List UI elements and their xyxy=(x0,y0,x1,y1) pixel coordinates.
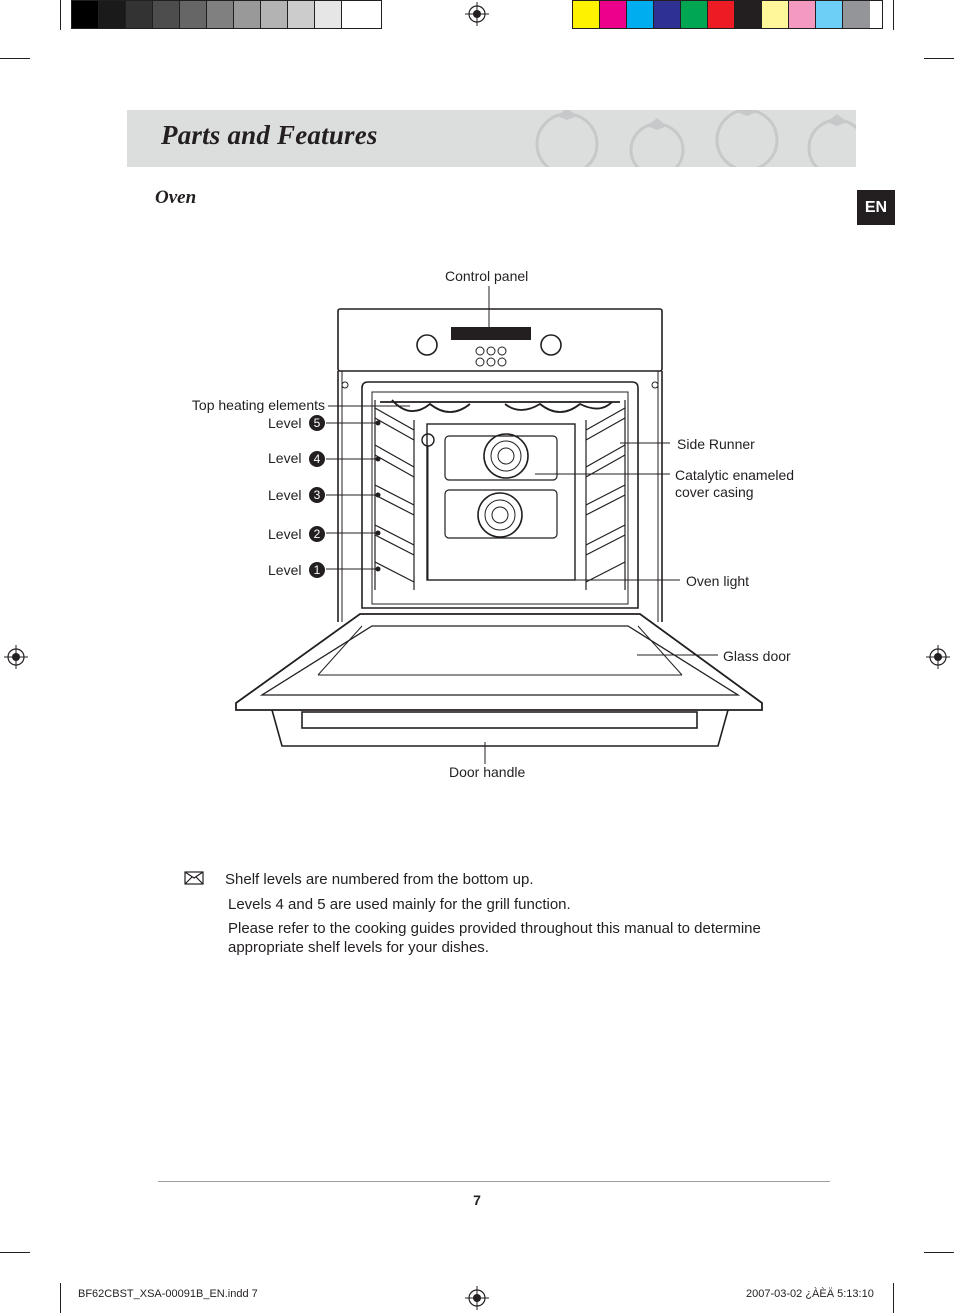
level-number-2: 2 xyxy=(309,526,325,542)
note-line-1: Shelf levels are numbered from the botto… xyxy=(225,871,534,888)
color-swatch xyxy=(315,1,342,28)
color-swatch xyxy=(600,1,627,28)
crop-mark xyxy=(924,1252,954,1253)
note-line-3: Please refer to the cooking guides provi… xyxy=(228,920,761,937)
color-swatch xyxy=(153,1,180,28)
tomato-pattern-icon xyxy=(535,110,856,167)
color-swatch xyxy=(627,1,654,28)
title-banner: Parts and Features xyxy=(127,110,856,167)
grayscale-bar xyxy=(71,0,382,29)
level-label-3: Level xyxy=(268,487,302,503)
callout-oven-light: Oven light xyxy=(686,573,750,589)
color-swatch xyxy=(654,1,681,28)
callout-glass-door: Glass door xyxy=(723,648,791,664)
top-heating-element xyxy=(380,399,620,413)
page-title: Parts and Features xyxy=(161,120,378,150)
color-swatch xyxy=(72,1,99,28)
footer-file-name: BF62CBST_XSA-00091B_EN.indd 7 xyxy=(78,1288,258,1300)
right-knob xyxy=(540,334,562,356)
color-swatch xyxy=(789,1,816,28)
callout-catalytic-line2: cover casing xyxy=(675,484,754,500)
registration-mark-icon xyxy=(465,1286,489,1310)
callout-control-panel: Control panel xyxy=(445,268,529,284)
level-number-1: 1 xyxy=(309,562,325,578)
color-swatch xyxy=(762,1,789,28)
crop-mark xyxy=(924,58,954,59)
level-label-1: Level xyxy=(268,562,302,578)
crop-mark xyxy=(893,1283,894,1313)
color-swatch xyxy=(99,1,126,28)
note-line-4: appropriate shelf levels for your dishes… xyxy=(228,939,489,956)
color-swatch xyxy=(342,1,369,28)
color-swatch xyxy=(843,1,870,28)
level-number-4: 4 xyxy=(309,451,325,467)
color-swatch xyxy=(816,1,843,28)
color-swatch xyxy=(234,1,261,28)
registration-mark-icon xyxy=(4,645,28,669)
glass-door xyxy=(235,613,763,711)
callout-catalytic-line1: Catalytic enameled xyxy=(675,467,795,483)
note-line-2: Levels 4 and 5 are used mainly for the g… xyxy=(228,896,571,913)
footer-timestamp: 2007-03-02 ¿ÀÈÄ 5:13:10 xyxy=(746,1288,874,1300)
oven-light xyxy=(421,433,435,447)
oven-cavity xyxy=(361,381,639,609)
callout-top-heating-elements: Top heating elements xyxy=(191,397,325,413)
callout-side-runner: Side Runner xyxy=(677,436,755,452)
color-swatch xyxy=(288,1,315,28)
color-swatch xyxy=(735,1,762,28)
color-bar xyxy=(572,0,883,29)
color-swatch xyxy=(126,1,153,28)
crop-mark xyxy=(893,0,894,30)
level-label-5: Level xyxy=(268,415,302,431)
page-divider xyxy=(158,1181,830,1182)
door-handle xyxy=(301,711,698,729)
level-label-2: Level xyxy=(268,526,302,542)
color-swatch xyxy=(681,1,708,28)
language-tab: EN xyxy=(857,190,895,225)
color-swatch xyxy=(207,1,234,28)
crop-mark xyxy=(60,0,61,30)
catalytic-back-panel xyxy=(426,423,576,581)
registration-mark-icon xyxy=(926,645,950,669)
page-number: 7 xyxy=(473,1192,481,1208)
left-knob xyxy=(416,334,438,356)
level-label-4: Level xyxy=(268,450,302,466)
color-swatch xyxy=(180,1,207,28)
level-number-5: 5 xyxy=(309,415,325,431)
color-swatch xyxy=(573,1,600,28)
registration-mark-icon xyxy=(465,2,489,26)
callout-door-handle: Door handle xyxy=(449,764,526,780)
section-title: Oven xyxy=(155,187,197,208)
color-swatch xyxy=(708,1,735,28)
level-number-3: 3 xyxy=(309,487,325,503)
crop-mark xyxy=(0,1252,30,1253)
crop-mark xyxy=(60,1283,61,1313)
note-icon xyxy=(184,871,204,885)
oven-cabinet xyxy=(337,308,663,372)
color-swatch xyxy=(261,1,288,28)
crop-mark xyxy=(0,58,30,59)
